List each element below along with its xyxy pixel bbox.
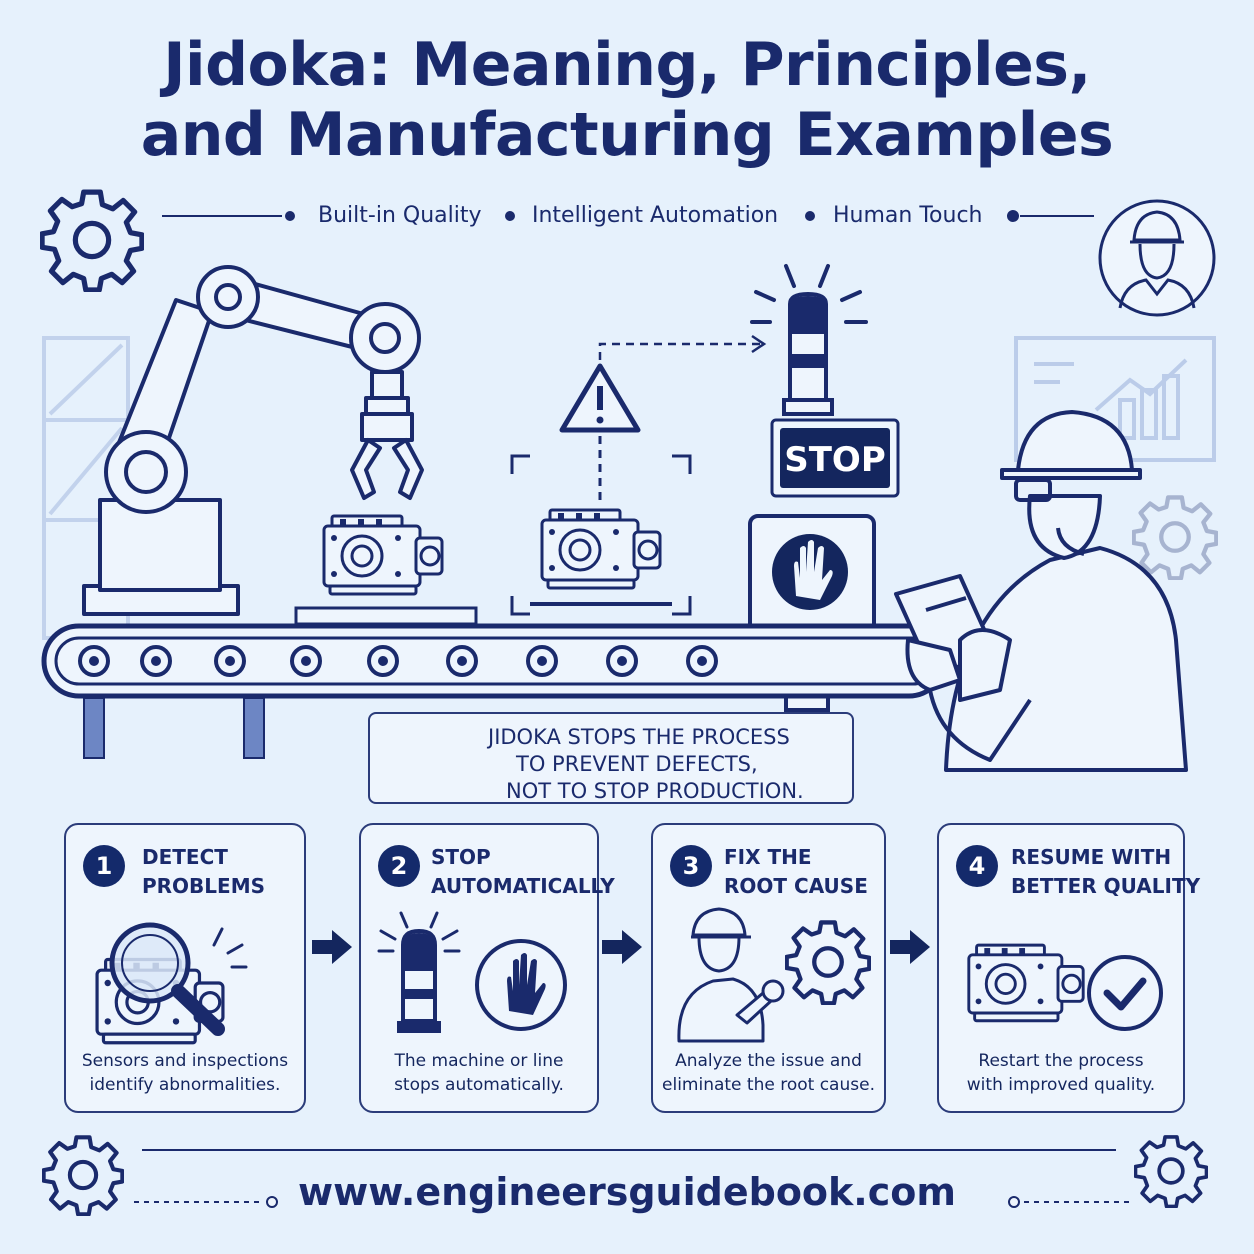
step-desc-3: Analyze the issue and eliminate the root…: [653, 1049, 884, 1097]
stop-sign-label: STOP: [784, 440, 886, 480]
title-line-1: Jidoka: Meaning, Principles,: [163, 30, 1091, 100]
worker-with-tablet-icon: [894, 410, 1188, 772]
step-desc-4-line-2: with improved quality.: [966, 1075, 1156, 1095]
step-number-1: 1: [83, 845, 125, 887]
step-desc-3-line-2: eliminate the root cause.: [662, 1075, 875, 1095]
tagline-rule: [162, 210, 1094, 222]
step-title-3: FIX THE ROOT CAUSE: [724, 843, 868, 901]
stop-sign: [780, 428, 890, 488]
callout-line-3: NOT TO STOP PRODUCTION.: [506, 779, 804, 803]
warning-icon: [559, 363, 641, 433]
step-title-2-line-1: STOP: [431, 845, 491, 869]
faint-gear-icon: [1134, 497, 1217, 578]
step-card-detect-problems: 1 DETECT PROBLEMS Sensors and inspection…: [64, 823, 306, 1113]
step-desc-1: Sensors and inspections identify abnorma…: [66, 1049, 304, 1097]
step-desc-2: The machine or line stops automatically.: [361, 1049, 597, 1097]
step-desc-4-line-1: Restart the process: [978, 1051, 1144, 1071]
robot-arm: [82, 265, 424, 616]
step-title-3-line-1: FIX THE: [724, 845, 812, 869]
inspection-frame: [510, 436, 692, 616]
step-title-1: DETECT PROBLEMS: [142, 843, 265, 901]
step-number-4: 4: [956, 845, 998, 887]
jidoka-callout: JIDOKA STOPS THE PROCESS TO PREVENT DEFE…: [368, 712, 854, 804]
engine-block-icon: [322, 514, 444, 596]
step-card-stop-automatically: 2 STOP AUTOMATICALLY The machine or line…: [359, 823, 615, 1113]
callout-line-1: JIDOKA STOPS THE PROCESS: [488, 725, 790, 749]
callout-text: JIDOKA STOPS THE PROCESS TO PREVENT DEFE…: [466, 724, 846, 805]
gear-icon-top-left: [42, 192, 142, 290]
engine-checkmark-icon: [967, 943, 1163, 1031]
step-title-4: RESUME WITH BETTER QUALITY: [1011, 843, 1200, 901]
title-line-2: and Manufacturing Examples: [140, 100, 1114, 170]
inspected-engine-icon: [540, 508, 662, 590]
step-card-resume-better-quality: 4 RESUME WITH BETTER QUALITY Restart the…: [937, 823, 1200, 1113]
step-title-2-line-2: AUTOMATICALLY: [431, 874, 615, 898]
worker-avatar-icon: [1098, 199, 1216, 317]
magnifier-engine-icon: [95, 922, 248, 1045]
step-title-1-line-2: PROBLEMS: [142, 874, 266, 898]
engine-pallet: [294, 606, 478, 626]
step-desc-1-line-2: identify abnormalities.: [89, 1075, 281, 1095]
step-number-2: 2: [378, 845, 420, 887]
step-title-4-line-2: BETTER QUALITY: [1011, 874, 1201, 898]
worker-wrench-gear-icon: [677, 907, 888, 1043]
step-title-4-line-1: RESUME WITH: [1011, 845, 1172, 869]
footer-dots: [134, 1196, 1132, 1208]
tagline-intelligent-automation: Intelligent Automation: [532, 203, 779, 228]
page-title: Jidoka: Meaning, Principles, and Manufac…: [0, 30, 1254, 170]
step-title-3-line-2: ROOT CAUSE: [724, 874, 868, 898]
signal-arrow: [598, 334, 767, 360]
step-card-fix-root-cause: 3 FIX THE ROOT CAUSE Analyze the issue a…: [651, 823, 886, 1113]
andon-stop-hand-icon: [377, 911, 567, 1033]
step-number-3: 3: [670, 845, 712, 887]
step-desc-3-line-1: Analyze the issue and: [675, 1051, 862, 1071]
step-arrows: [312, 930, 930, 964]
andon-light-icon: [750, 264, 868, 416]
footer-website: www.engineersguidebook.com: [298, 1170, 956, 1214]
tagline-human-touch: Human Touch: [833, 203, 983, 228]
step-desc-1-line-1: Sensors and inspections: [81, 1051, 289, 1071]
conveyor-belt: [41, 623, 947, 759]
step-title-2: STOP AUTOMATICALLY: [431, 843, 615, 901]
step-title-1-line-1: DETECT: [142, 845, 228, 869]
tagline-built-in-quality: Built-in Quality: [318, 203, 482, 228]
callout-line-2: TO PREVENT DEFECTS,: [516, 752, 758, 776]
step-desc-4: Restart the process with improved qualit…: [939, 1049, 1183, 1097]
step-desc-2-line-2: stops automatically.: [394, 1075, 564, 1095]
step-desc-2-line-1: The machine or line: [394, 1051, 564, 1071]
